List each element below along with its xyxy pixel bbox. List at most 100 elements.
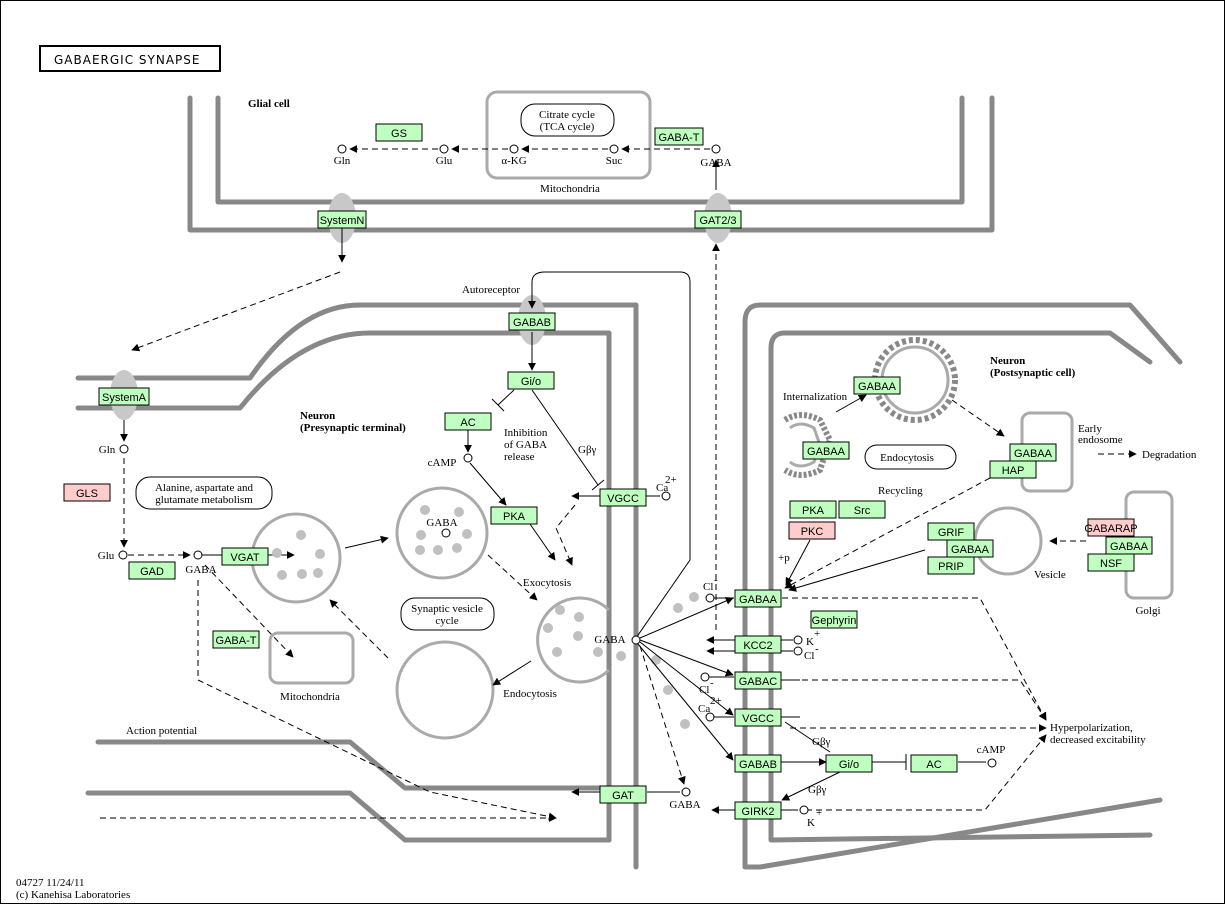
cl-1-compound[interactable] bbox=[705, 593, 715, 603]
ca-post-sup: 2+ bbox=[710, 695, 722, 707]
glu-left-compound[interactable] bbox=[118, 550, 128, 560]
gene-gabab-post[interactable]: GABAB bbox=[734, 754, 782, 773]
gene-gabaa-intern[interactable]: GABAA bbox=[853, 376, 901, 395]
glial-cell-label: Glial cell bbox=[248, 98, 290, 110]
gln-top-label: Gln bbox=[334, 155, 351, 167]
gene-ac-pre[interactable]: AC bbox=[444, 412, 492, 431]
gene-gs[interactable]: GS bbox=[375, 123, 423, 142]
gene-gephyrin[interactable]: Gephyrin bbox=[810, 610, 858, 629]
gene-gio-pre[interactable]: Gi/o bbox=[507, 371, 555, 390]
gaba-bottom-compound[interactable] bbox=[681, 787, 691, 797]
gene-src[interactable]: Src bbox=[838, 500, 886, 519]
hyperpolarization-label-2: decreased excitability bbox=[1050, 734, 1146, 746]
gene-gio-post[interactable]: Gi/o bbox=[825, 754, 873, 773]
gene-gio-pre-label: Gi/o bbox=[521, 376, 541, 388]
gene-gabaa-endo[interactable]: GABAA bbox=[802, 441, 850, 460]
gene-pka-post[interactable]: PKA bbox=[789, 500, 837, 519]
gene-kcc2[interactable]: KCC2 bbox=[734, 635, 782, 654]
gene-ac-post-label: AC bbox=[926, 759, 941, 771]
gene-systema[interactable]: SystemA bbox=[98, 387, 150, 406]
camp-post-compound[interactable] bbox=[987, 758, 997, 768]
k-1-compound[interactable] bbox=[793, 635, 803, 645]
tca-cycle-box[interactable] bbox=[520, 103, 615, 137]
gene-prip[interactable]: PRIP bbox=[927, 556, 975, 575]
gene-nsf-label: NSF bbox=[1100, 558, 1122, 570]
cl-3-sup: - bbox=[710, 677, 714, 689]
mito-top-label: Mitochondria bbox=[540, 183, 600, 195]
gaba-left-compound[interactable] bbox=[193, 550, 203, 560]
gene-girk2[interactable]: GIRK2 bbox=[734, 801, 782, 820]
akg-compound[interactable] bbox=[509, 144, 519, 154]
early-endosome-label-2: endosome bbox=[1078, 434, 1123, 446]
synaptic-vesicle-cycle-box[interactable] bbox=[400, 597, 495, 631]
gene-vgat[interactable]: VGAT bbox=[221, 547, 269, 566]
postsyn-label-1: Neuron bbox=[990, 355, 1025, 367]
map-title-box: GABAERGIC SYNAPSE bbox=[39, 45, 221, 72]
ala-label-2: glutamate metabolism bbox=[155, 494, 253, 506]
gln-top-compound[interactable] bbox=[337, 144, 347, 154]
exocytosis-vesicle bbox=[536, 596, 611, 684]
endocytosis-post-box[interactable] bbox=[864, 444, 957, 470]
cl-2-sup: - bbox=[815, 643, 819, 655]
svc-label-1: Synaptic vesicle bbox=[411, 603, 483, 615]
gaba-bottom-label: GABA bbox=[669, 799, 700, 811]
camp-post-label: cAMP bbox=[977, 744, 1006, 756]
gene-vgcc-pre[interactable]: VGCC bbox=[599, 488, 647, 507]
gene-gaba-t-top[interactable]: GABA-T bbox=[654, 127, 704, 146]
gene-gad[interactable]: GAD bbox=[128, 561, 176, 580]
gene-ac-post[interactable]: AC bbox=[910, 754, 958, 773]
gene-hap[interactable]: HAP bbox=[989, 460, 1037, 479]
gene-grif[interactable]: GRIF bbox=[927, 522, 975, 541]
gene-vgcc-post[interactable]: VGCC bbox=[734, 708, 782, 727]
suc-compound[interactable] bbox=[609, 144, 619, 154]
gaba-top-compound[interactable] bbox=[711, 144, 721, 154]
suc-label: Suc bbox=[606, 155, 623, 167]
gene-systemn[interactable]: SystemN bbox=[317, 210, 367, 229]
gene-gabab-post-label: GABAB bbox=[739, 759, 777, 771]
gene-gls[interactable]: GLS bbox=[63, 483, 111, 502]
endocytosis-pre-label: Endocytosis bbox=[503, 688, 557, 700]
gene-gaba-t-left[interactable]: GABA-T bbox=[212, 630, 260, 649]
gene-gabac[interactable]: GABAC bbox=[734, 671, 782, 690]
action-potential-label: Action potential bbox=[126, 725, 197, 737]
gaba-vesicle-compound[interactable] bbox=[441, 528, 451, 538]
gene-pka-pre[interactable]: PKA bbox=[490, 506, 538, 525]
cl-2-compound[interactable] bbox=[793, 646, 803, 656]
hyperpolarization-label-1: Hyperpolarization, bbox=[1050, 722, 1133, 734]
gene-gabaa-mem[interactable]: GABAA bbox=[734, 589, 782, 608]
gene-gaba-t-left-label: GABA-T bbox=[216, 635, 257, 647]
gene-nsf[interactable]: NSF bbox=[1087, 553, 1135, 572]
gene-gat-bottom[interactable]: GAT bbox=[599, 785, 647, 804]
ala-metabolism-box[interactable] bbox=[135, 476, 273, 510]
gene-src-label: Src bbox=[854, 505, 871, 517]
ca-post-label: Ca bbox=[698, 703, 710, 715]
gene-gat23[interactable]: GAT2/3 bbox=[694, 210, 742, 229]
glu-top-compound[interactable] bbox=[439, 144, 449, 154]
gln-left-compound[interactable] bbox=[119, 444, 129, 454]
k-2-label: K bbox=[807, 817, 815, 829]
gene-gabaa-early[interactable]: GABAA bbox=[1009, 443, 1057, 462]
gene-gabaa-golgi[interactable]: GABAA bbox=[1105, 536, 1153, 555]
gene-gabaa-ves[interactable]: GABAA bbox=[946, 539, 994, 558]
tca-label-1: Citrate cycle bbox=[539, 109, 595, 121]
glu-left-label: Glu bbox=[98, 550, 115, 562]
gene-gabarap[interactable]: GABARAP bbox=[1084, 518, 1138, 537]
cl-3-compound[interactable] bbox=[700, 672, 710, 682]
gene-gabaa-mem-label: GABAA bbox=[739, 594, 778, 606]
camp-pre-label: cAMP bbox=[428, 457, 457, 469]
ca-pre-compound[interactable] bbox=[661, 491, 671, 501]
presyn-label-2: (Presynaptic terminal) bbox=[300, 422, 406, 434]
gaba-cleft-compound[interactable] bbox=[631, 635, 641, 645]
k-2-compound[interactable] bbox=[799, 805, 809, 815]
gene-gio-post-label: Gi/o bbox=[839, 759, 859, 771]
camp-pre-compound[interactable] bbox=[463, 453, 473, 463]
gaba-cleft-label: GABA bbox=[594, 634, 625, 646]
gene-gabab-auto[interactable]: GABAB bbox=[508, 312, 556, 331]
gene-gad-label: GAD bbox=[140, 566, 164, 578]
footer-id: 04727 11/24/11 bbox=[16, 877, 85, 889]
gby-post-label-1: Gβγ bbox=[812, 736, 831, 748]
cl-1-sup: - bbox=[714, 574, 718, 586]
glu-top-label: Glu bbox=[436, 155, 453, 167]
gene-pkc[interactable]: PKC bbox=[788, 521, 836, 540]
